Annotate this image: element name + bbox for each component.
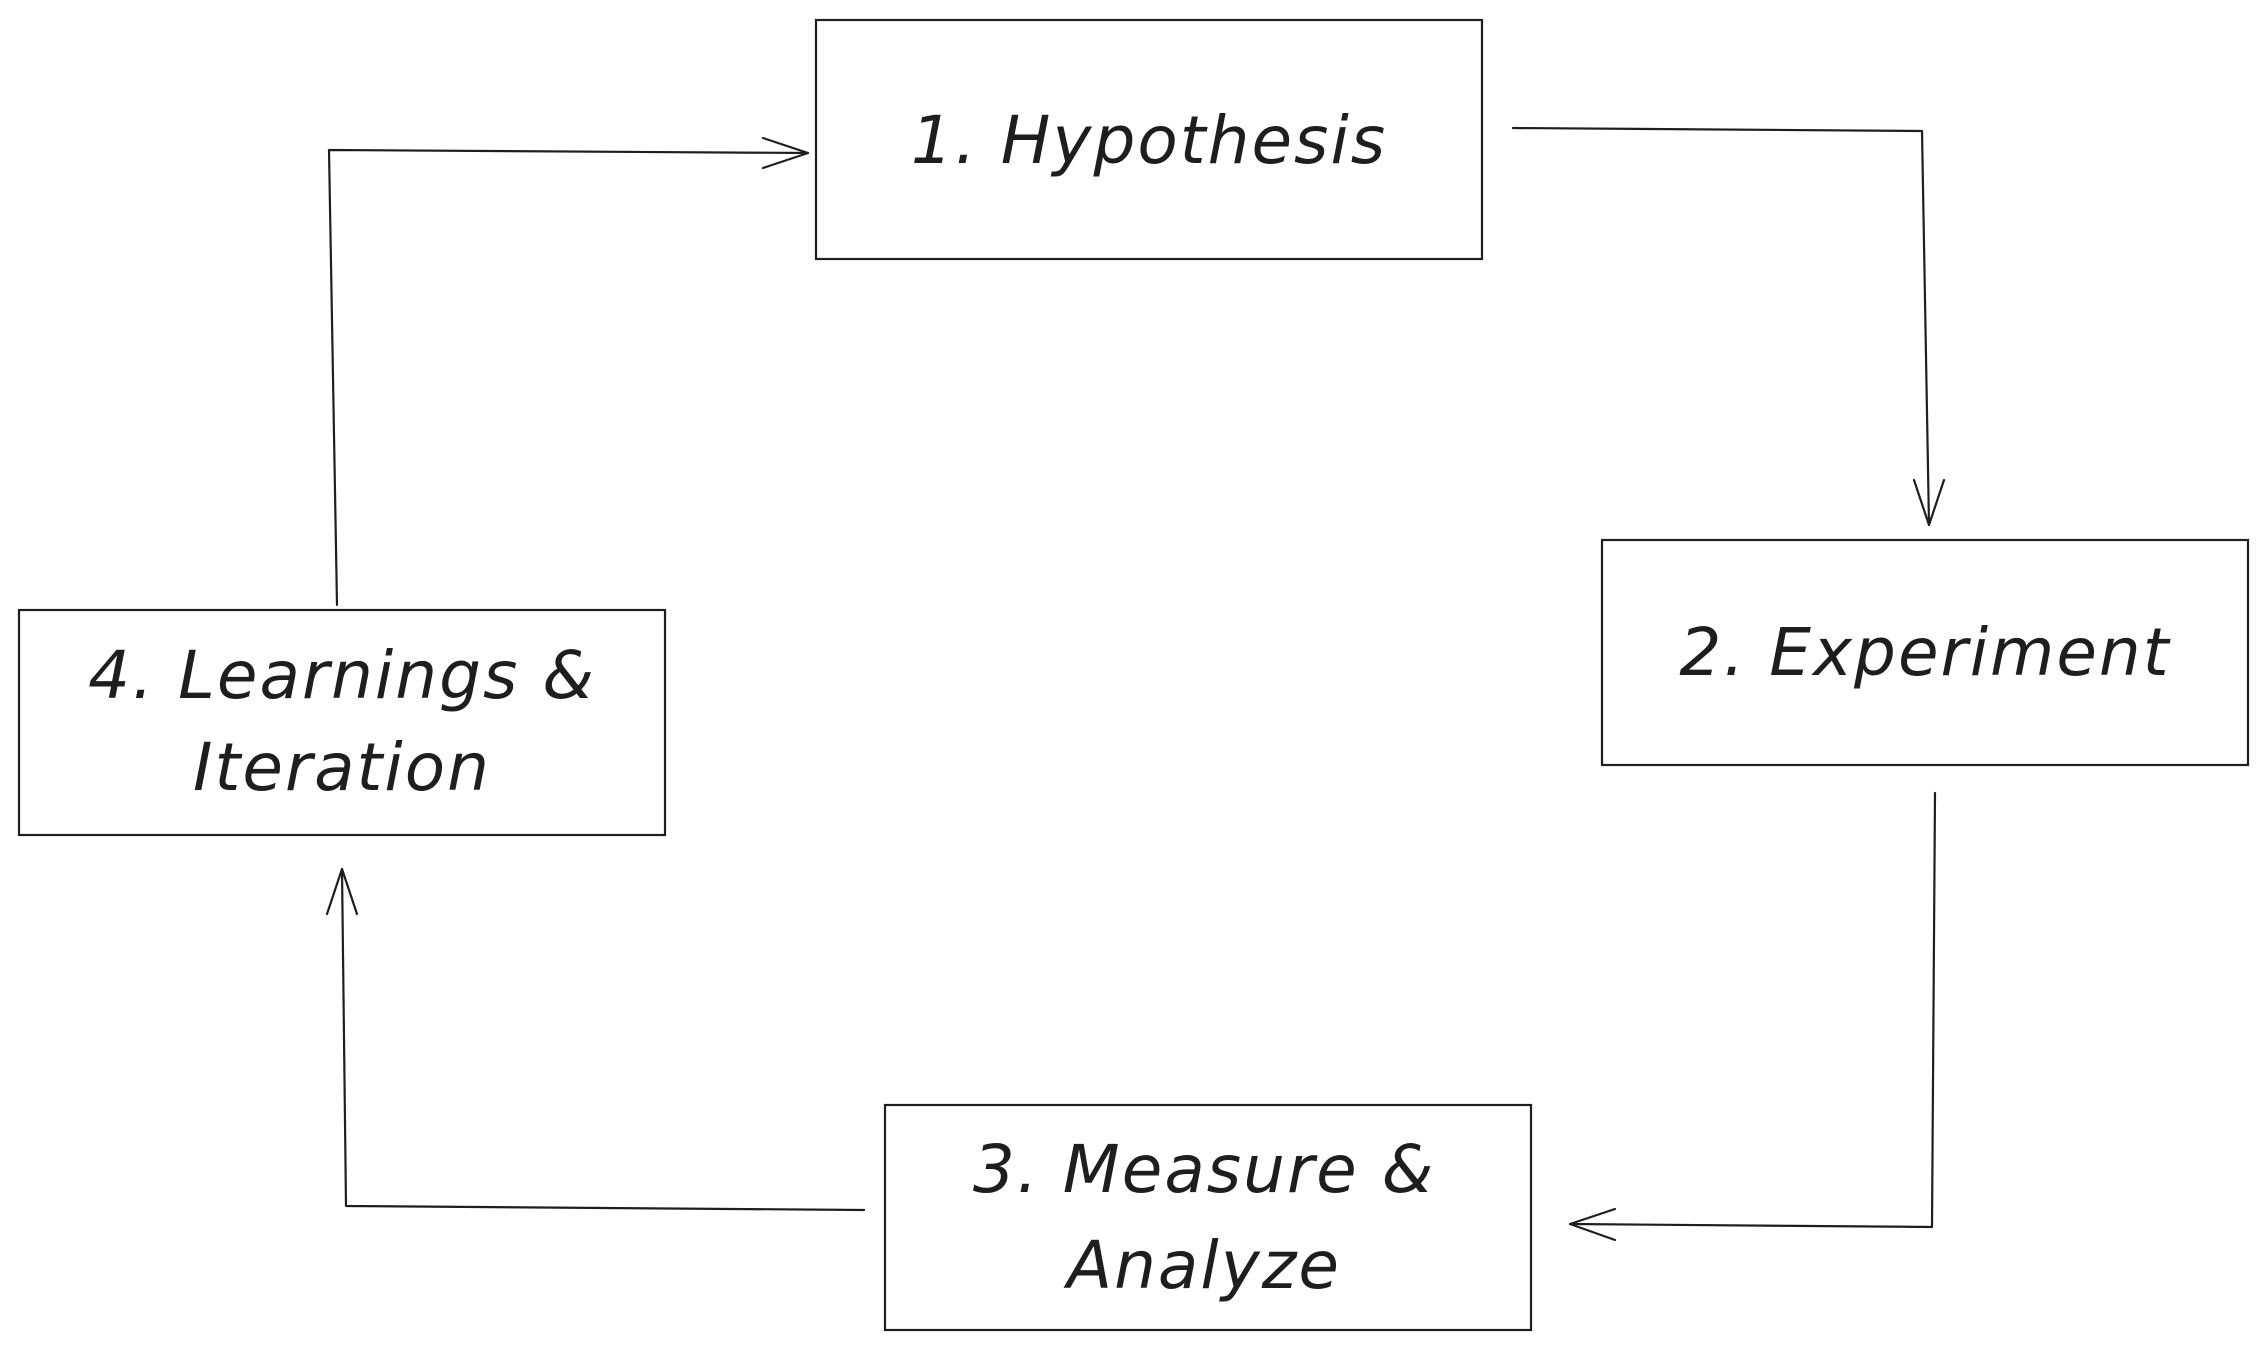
arrowhead-down-icon: [1912, 478, 1946, 527]
node-learnings: 4. Learnings & Iteration: [17, 608, 667, 837]
arrowhead-left-icon: [1568, 1207, 1617, 1242]
arrowhead-up-icon: [325, 867, 359, 916]
node-box: [1600, 538, 2250, 767]
connectors: [325, 126, 1946, 1242]
arrow-experiment-to-measure: [1568, 791, 1937, 1242]
node-experiment: 2. Experiment: [1600, 538, 2250, 767]
node-label-line-1: 4. Learnings &: [88, 637, 596, 714]
node-box: [814, 18, 1484, 261]
node-label: 1. Hypothesis: [911, 102, 1387, 179]
node-box: [883, 1103, 1533, 1332]
node-measure: 3. Measure & Analyze: [883, 1103, 1533, 1332]
arrow-learnings-to-hypothesis: [327, 136, 810, 607]
arrow-measure-to-learnings: [325, 867, 866, 1212]
node-label-line-2: Iteration: [193, 729, 491, 806]
node-hypothesis: 1. Hypothesis: [814, 18, 1484, 261]
node-label: 2. Experiment: [1679, 614, 2170, 691]
node-label-line-1: 3. Measure &: [973, 1131, 1435, 1208]
node-box: [17, 608, 667, 837]
arrow-hypothesis-to-experiment: [1511, 126, 1946, 527]
arrowhead-right-icon: [761, 136, 810, 170]
node-label-line-2: Analyze: [1063, 1227, 1341, 1304]
